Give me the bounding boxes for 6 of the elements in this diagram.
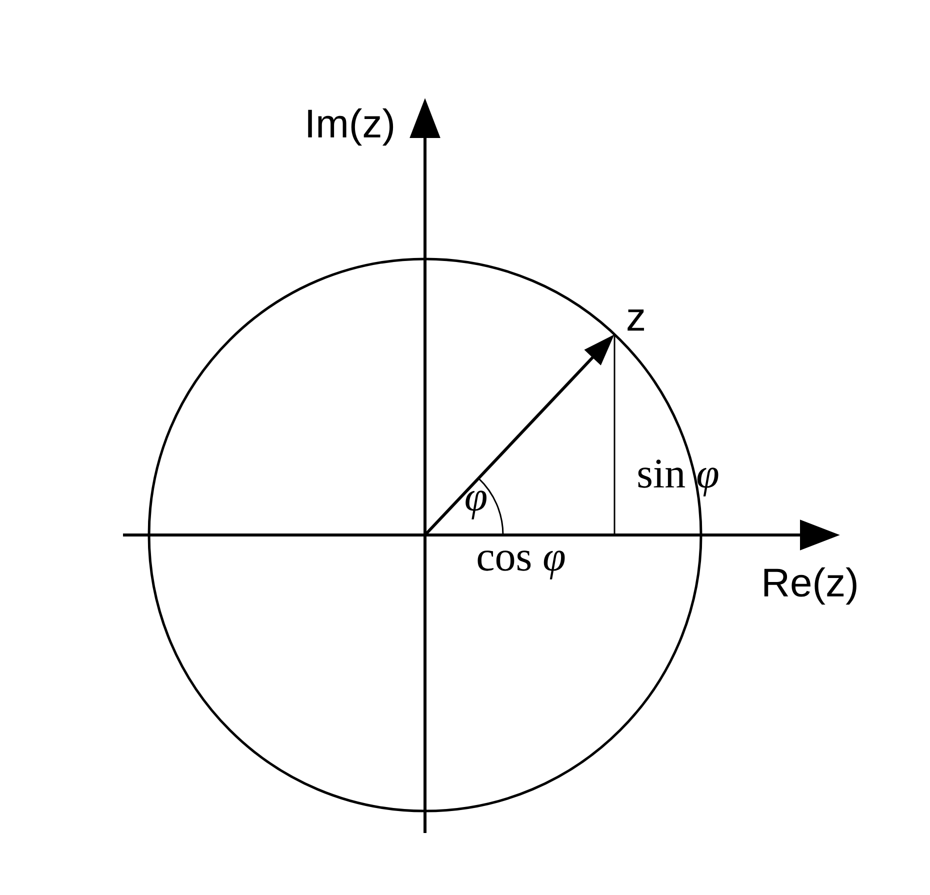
axis-label: Re(z) — [764, 567, 856, 605]
point-label: z — [628, 309, 644, 331]
segment-label: sin φ — [638, 460, 718, 496]
angle-label: φ — [466, 490, 486, 520]
axis-label: Im(z) — [308, 108, 394, 146]
segment-label: cos φ — [478, 550, 565, 580]
